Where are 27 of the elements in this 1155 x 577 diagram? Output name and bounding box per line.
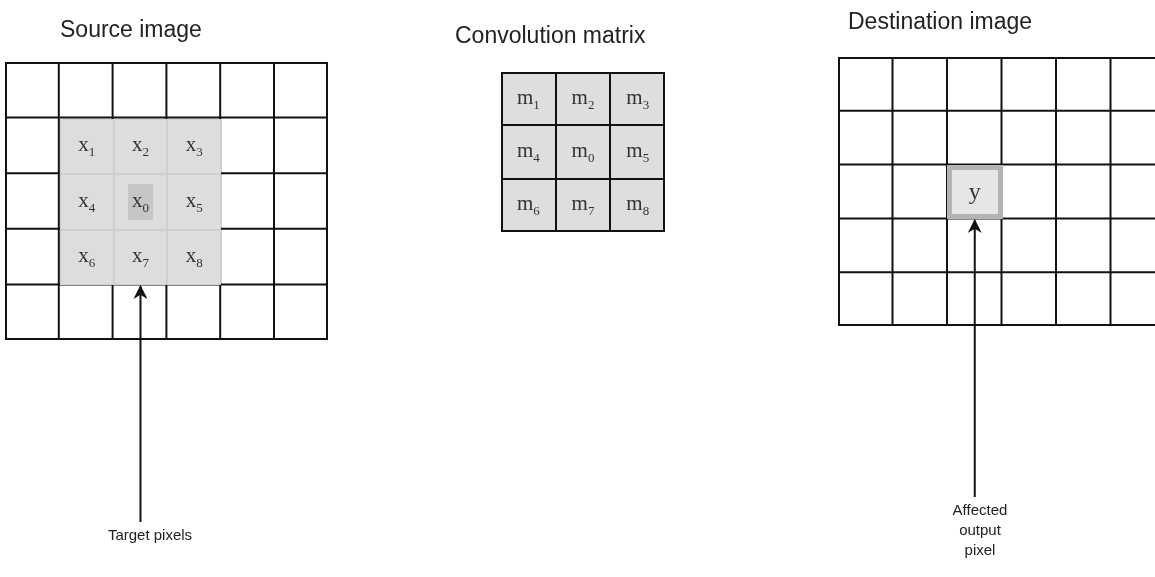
variable-label: x$_{6}$ xyxy=(78,243,96,272)
leader-arrow xyxy=(967,219,982,498)
grid-title: Destination image xyxy=(848,8,1033,35)
variable-label: x$_{5}$ xyxy=(185,187,203,217)
variable-label: m$_{0}$ xyxy=(571,137,595,167)
grid-title: Source image xyxy=(60,16,202,43)
variable-label: m$_{8}$ xyxy=(626,191,650,220)
variable-label: x$_{3}$ xyxy=(185,132,203,161)
variable-label: m$_{5}$ xyxy=(626,137,650,167)
variable-label: x$_{4}$ xyxy=(78,187,96,217)
caption-text: Target pixels xyxy=(90,525,210,545)
variable-label: x$_{7}$ xyxy=(132,243,149,272)
variable-label: x$_{2}$ xyxy=(132,132,149,161)
variable-label: x$_{8}$ xyxy=(185,243,203,272)
variable-label: m$_{7}$ xyxy=(571,191,595,220)
variable-label: m$_{3}$ xyxy=(626,84,650,113)
variable-label: x$_{1}$ xyxy=(78,132,96,161)
variable-label: m$_{2}$ xyxy=(571,84,595,113)
variable-label: m$_{6}$ xyxy=(516,191,540,220)
neighborhood-region xyxy=(59,118,222,286)
variable-label: m$_{1}$ xyxy=(516,84,540,113)
variable-label: m$_{4}$ xyxy=(516,137,540,167)
variable-label: x$_{0}$ xyxy=(128,183,153,221)
output-pixel: y xyxy=(947,164,1003,220)
leader-arrow xyxy=(133,285,148,523)
grid-title: Convolution matrix xyxy=(455,22,646,49)
caption-text: Affected output pixel xyxy=(945,500,1015,560)
